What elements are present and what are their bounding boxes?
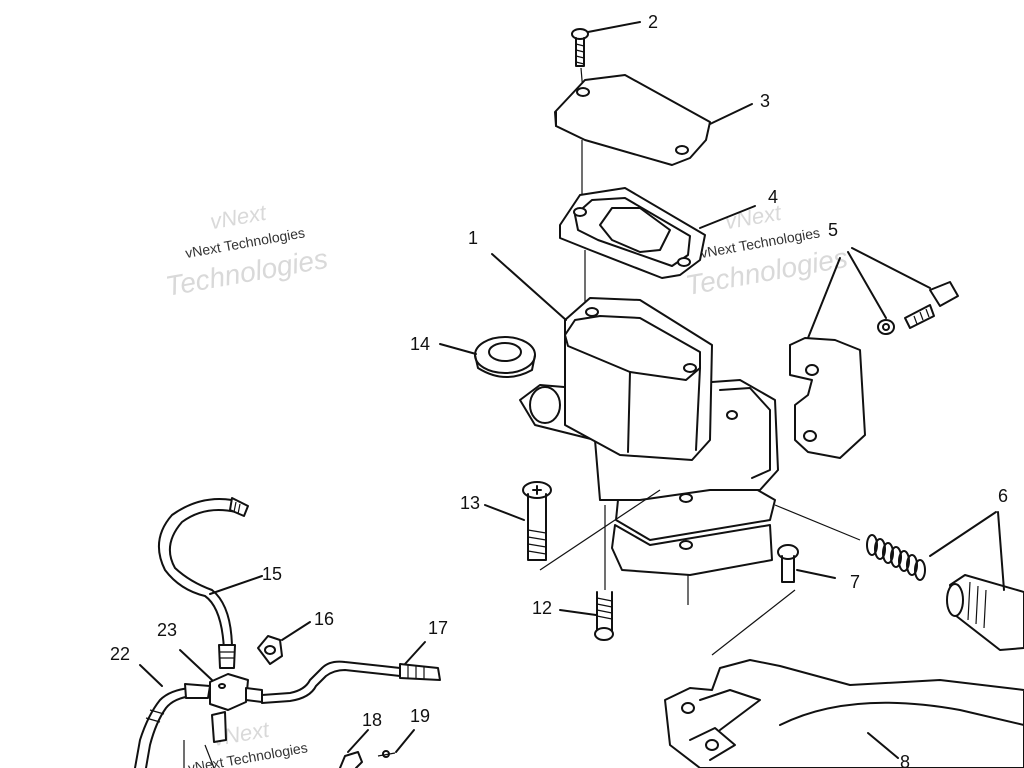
part-fitting-19 bbox=[377, 729, 415, 758]
part-spring-piston-6 bbox=[774, 504, 1024, 651]
part-hose-15 bbox=[157, 497, 263, 669]
part-fitting-18 bbox=[339, 729, 369, 768]
callout-3: 3 bbox=[760, 91, 770, 111]
part-hose-22 bbox=[134, 664, 211, 768]
callout-19: 19 bbox=[410, 706, 430, 726]
part-line-17 bbox=[261, 641, 441, 704]
part-screw-2 bbox=[571, 21, 641, 93]
callout-7: 7 bbox=[850, 572, 860, 592]
part-cover-3 bbox=[554, 74, 753, 195]
callout-2: 2 bbox=[648, 12, 658, 32]
callout-13: 13 bbox=[460, 493, 480, 513]
callout-23: 23 bbox=[157, 620, 177, 640]
watermark-bottom-left: vNext vNext Technologies bbox=[187, 717, 309, 768]
callout-1: 1 bbox=[468, 228, 478, 248]
part-bolt-13 bbox=[484, 481, 661, 571]
part-lever-8 bbox=[664, 659, 1024, 768]
callout-17: 17 bbox=[428, 618, 448, 638]
callout-6: 6 bbox=[998, 486, 1008, 506]
part-bolt-12 bbox=[559, 505, 614, 641]
callout-14: 14 bbox=[410, 334, 430, 354]
part-junction-23 bbox=[179, 649, 263, 711]
part-pin-7 bbox=[711, 544, 836, 656]
callout-4: 4 bbox=[768, 187, 778, 207]
callout-12: 12 bbox=[532, 598, 552, 618]
part-seal-14 bbox=[439, 336, 536, 378]
part-gasket-4 bbox=[559, 187, 756, 305]
callout-18: 18 bbox=[362, 710, 382, 730]
watermark-left: vNext vNext Technologies Technologies bbox=[163, 200, 330, 302]
part-master-cylinder-1 bbox=[491, 253, 779, 605]
callout-22: 22 bbox=[110, 644, 130, 664]
part-fitting-lower bbox=[183, 711, 227, 768]
part-clamp-5 bbox=[789, 247, 959, 459]
callout-15: 15 bbox=[262, 564, 282, 584]
watermark-line1: vNext bbox=[208, 200, 269, 235]
callout-5: 5 bbox=[828, 220, 838, 240]
callout-labels: 2 3 4 5 1 14 6 13 7 12 15 16 17 23 22 18… bbox=[110, 12, 1008, 768]
part-fitting-16 bbox=[257, 621, 311, 665]
callout-16: 16 bbox=[314, 609, 334, 629]
callout-8: 8 bbox=[900, 752, 910, 768]
